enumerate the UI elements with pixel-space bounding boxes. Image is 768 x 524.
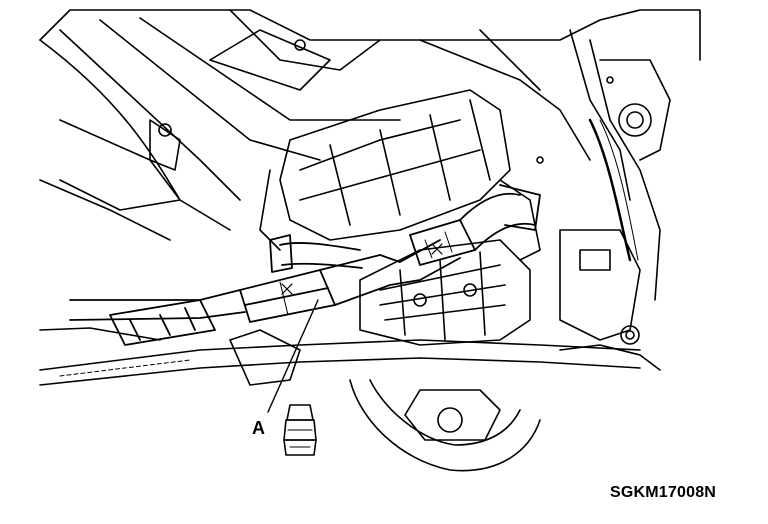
gearbox — [359, 179, 541, 346]
figure-code: SGKM17008N — [610, 484, 717, 501]
crossmember — [39, 327, 661, 386]
right-suspension — [559, 59, 671, 345]
floor-pan — [39, 9, 701, 301]
callout-a-label: A — [252, 418, 265, 438]
callout-a-leader — [267, 299, 319, 413]
exhaust-system — [69, 184, 541, 346]
transmission-pan — [259, 89, 511, 251]
rear-wheel-hub — [349, 379, 541, 472]
mounting-bolt — [283, 404, 317, 456]
